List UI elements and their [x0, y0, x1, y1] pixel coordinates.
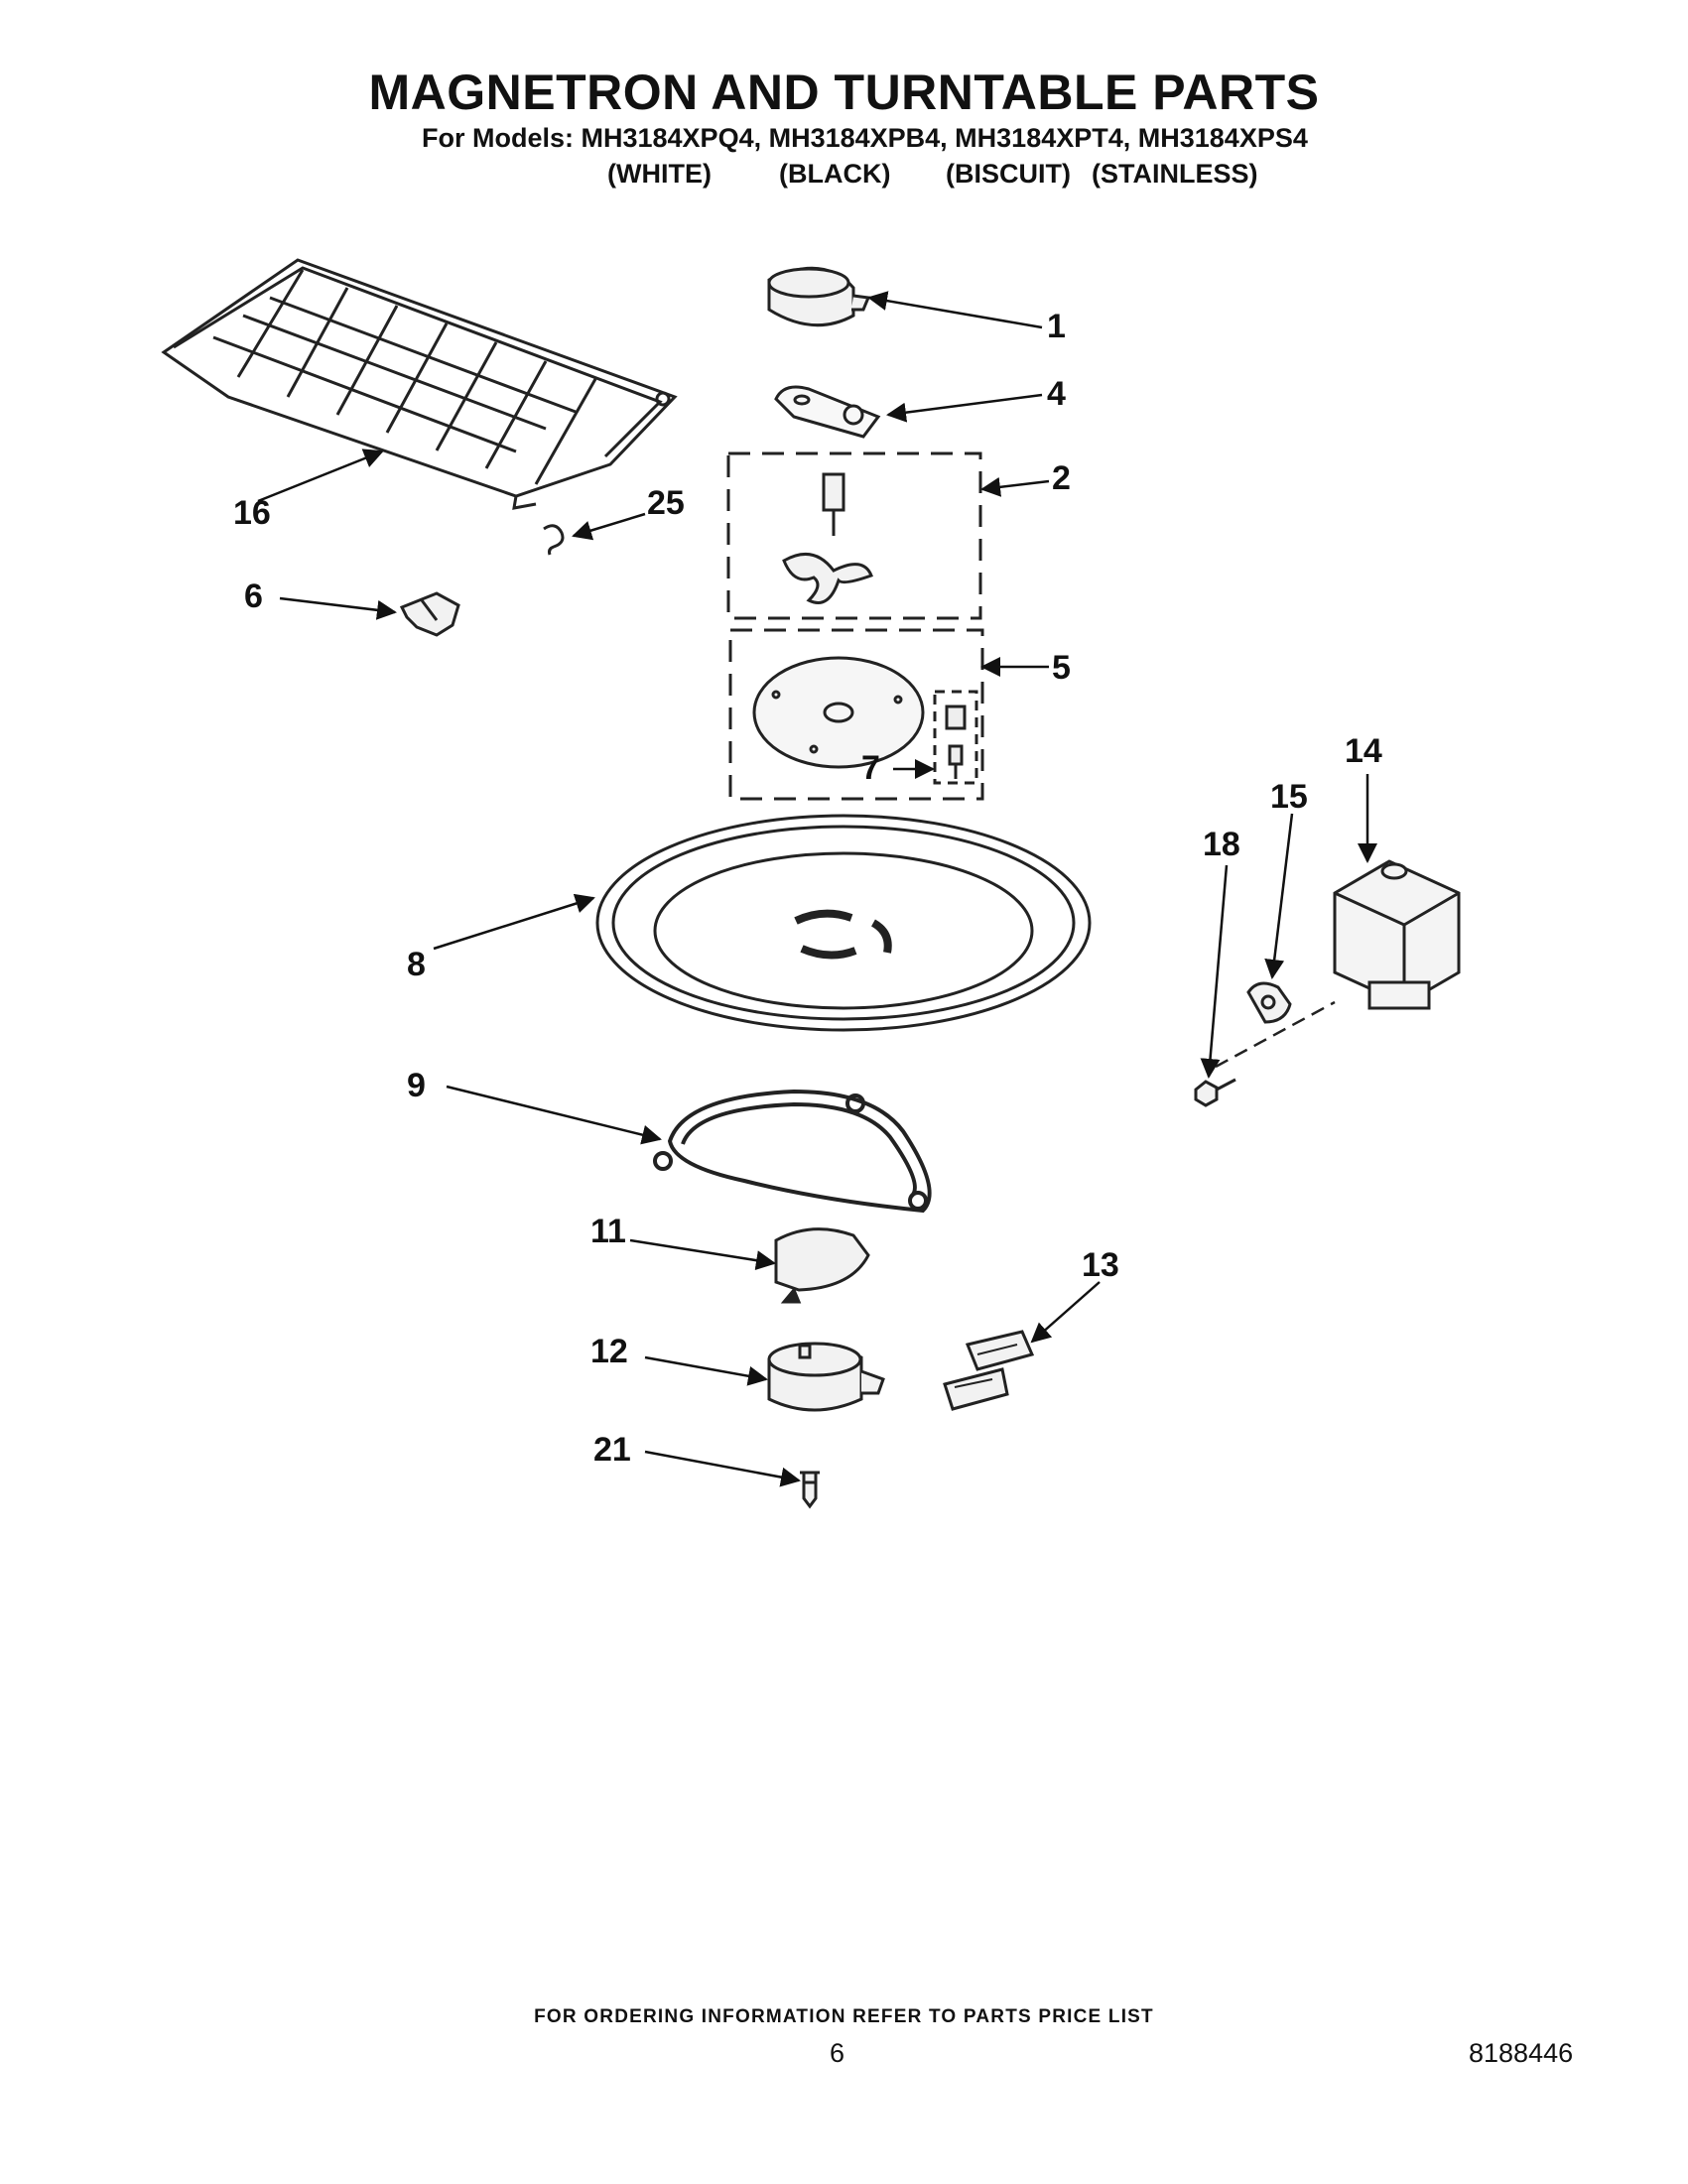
models-line: For Models: MH3184XPQ4, MH3184XPB4, MH31… [422, 123, 1308, 153]
callout-18: 18 [1203, 826, 1240, 863]
callout-11: 11 [590, 1213, 626, 1250]
callout-1: 1 [1047, 308, 1066, 345]
callout-5: 5 [1052, 649, 1071, 687]
stirrer-assembly-box [726, 451, 982, 620]
coupling [774, 1227, 870, 1304]
finish-stainless: (STAINLESS) [1092, 159, 1258, 189]
clip [543, 524, 565, 556]
ordering-info: FOR ORDERING INFORMATION REFER TO PARTS … [534, 2006, 1154, 2027]
callout-25: 25 [647, 484, 685, 522]
magnetron [1333, 859, 1461, 1010]
callout-16: 16 [233, 494, 271, 532]
stirrer-motor [767, 266, 871, 327]
screw-21 [800, 1471, 820, 1509]
finish-white: (WHITE) [607, 159, 712, 189]
stirrer-shaft [822, 472, 845, 536]
bracket-plate [774, 385, 881, 439]
finish-black: (BLACK) [779, 159, 891, 189]
thermal-cutout [1246, 981, 1292, 1024]
turntable-motor [767, 1342, 885, 1412]
callout-7: 7 [861, 749, 880, 787]
page-title: MAGNETRON AND TURNTABLE PARTS [368, 64, 1320, 120]
switch-assembly [943, 1330, 1035, 1411]
callout-6: 6 [244, 578, 263, 615]
callout-8: 8 [407, 946, 426, 983]
callout-12: 12 [590, 1333, 628, 1370]
callout-15: 15 [1270, 778, 1308, 816]
oven-rack [161, 258, 678, 510]
coupler-box [933, 690, 978, 785]
leader-lines [257, 291, 1377, 1487]
callout-2: 2 [1052, 459, 1071, 497]
support-plate [752, 656, 925, 769]
roller-guide [653, 1089, 932, 1214]
latch [399, 591, 460, 637]
callout-14: 14 [1345, 732, 1382, 770]
document-number: 8188446 [1469, 2038, 1574, 2068]
callout-9: 9 [407, 1067, 426, 1104]
coupler [945, 705, 967, 779]
finish-biscuit: (BISCUIT) [946, 159, 1071, 189]
turntable-tray [595, 814, 1092, 1032]
plate-assembly-box [728, 628, 984, 801]
callout-13: 13 [1082, 1246, 1119, 1284]
stirrer-fan [782, 552, 873, 604]
screw-18 [1194, 1078, 1236, 1107]
callout-21: 21 [593, 1431, 631, 1469]
page-number: 6 [830, 2038, 845, 2068]
callout-4: 4 [1047, 375, 1066, 413]
